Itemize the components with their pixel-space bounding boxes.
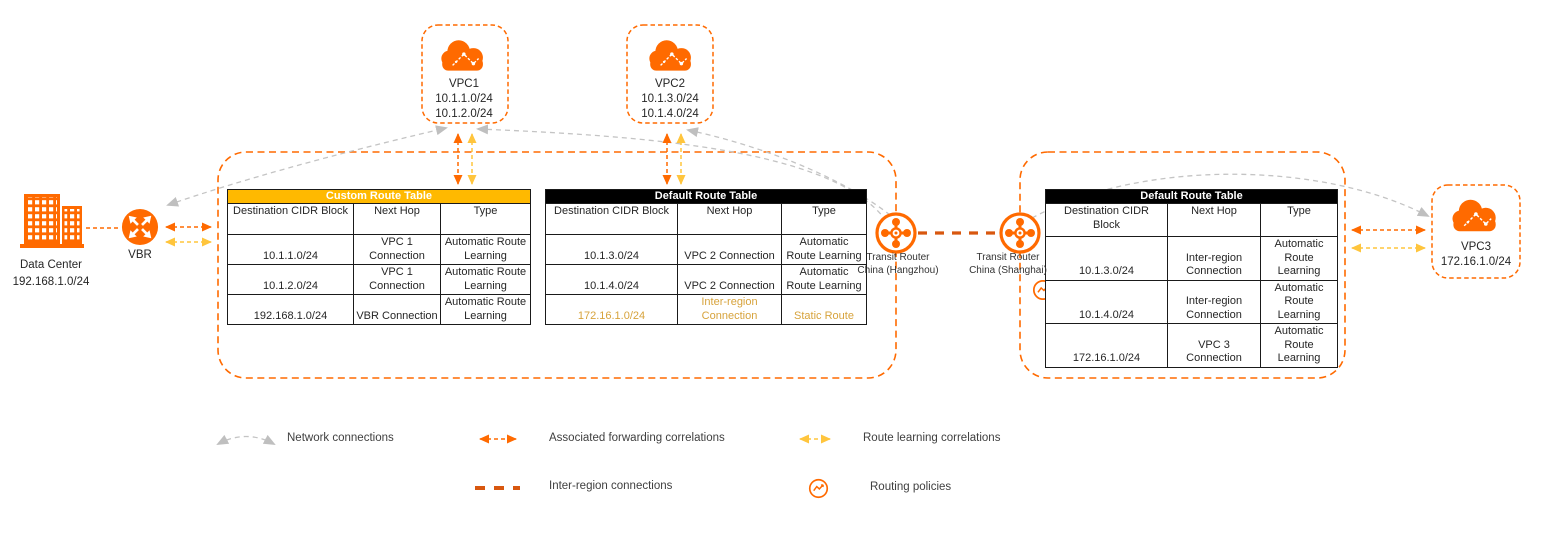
col-type: Type xyxy=(440,203,531,235)
vbr-icon[interactable] xyxy=(121,208,159,246)
default-route-table-shanghai-title: Default Route Table xyxy=(1045,189,1338,204)
vpc3-box xyxy=(1431,184,1521,279)
col-destination: Destination CIDR Block xyxy=(545,203,678,235)
vpc2-box xyxy=(626,24,714,124)
vpc3-label: VPC3 172.16.1.0/24 xyxy=(1440,241,1512,268)
table-row: 10.1.2.0/24 VPC 1 Connection Automatic R… xyxy=(227,264,531,295)
vbr-label: VBR xyxy=(128,249,152,261)
custom-route-table-title: Custom Route Table xyxy=(227,189,531,204)
transit-router-shanghai-label: Transit Router China (Shanghai) xyxy=(969,252,1047,276)
table-row: 10.1.3.0/24 Inter-region Connection Auto… xyxy=(1045,236,1338,281)
table-row: 10.1.3.0/24 VPC 2 Connection Automatic R… xyxy=(545,234,867,265)
table-header-row: Destination CIDR Block Next Hop Type xyxy=(227,203,531,235)
table-row-highlighted: 172.16.1.0/24 Inter-region Connection St… xyxy=(545,294,867,325)
legend-inter-region-label: Inter-region connections xyxy=(549,480,673,492)
vpc2-label: VPC2 10.1.3.0/24 10.1.4.0/24 xyxy=(641,78,699,120)
table-row: 10.1.4.0/24 Inter-region Connection Auto… xyxy=(1045,279,1338,324)
legend-routing-policies-label: Routing policies xyxy=(870,481,952,493)
region-shanghai-boundary xyxy=(1019,151,1346,379)
table-row: 10.1.1.0/24 VPC 1 Connection Automatic R… xyxy=(227,234,531,265)
default-route-table-hangzhou-title: Default Route Table xyxy=(545,189,867,204)
legend-associated-forwarding-label: Associated forwarding correlations xyxy=(549,432,725,444)
transit-router-hangzhou-icon[interactable] xyxy=(875,212,917,254)
transit-router-shanghai-icon[interactable] xyxy=(999,212,1041,254)
table-row: 10.1.4.0/24 VPC 2 Connection Automatic R… xyxy=(545,264,867,295)
vpc1-box xyxy=(421,24,509,124)
col-destination: Destination CIDR Block xyxy=(227,203,354,235)
default-route-table-hangzhou: Default Route Table Destination CIDR Blo… xyxy=(545,189,867,325)
table-header-row: Destination CIDR Block Next Hop Type xyxy=(1045,203,1338,237)
data-center-label: Data Center 192.168.1.0/24 xyxy=(12,259,90,288)
col-next-hop: Next Hop xyxy=(1167,203,1261,237)
table-row: 192.168.1.0/24 VBR Connection Automatic … xyxy=(227,294,531,325)
default-route-table-shanghai: Default Route Table Destination CIDR Blo… xyxy=(1045,189,1338,368)
table-row: 172.16.1.0/24 VPC 3 Connection Automatic… xyxy=(1045,323,1338,368)
legend-network-connections-glyph xyxy=(216,434,276,445)
region-hangzhou-boundary xyxy=(217,151,897,379)
col-destination: Destination CIDR Block xyxy=(1045,203,1168,237)
transit-router-hangzhou-label: Transit Router China (Hangzhou) xyxy=(857,252,939,276)
legend-network-connections-label: Network connections xyxy=(287,432,394,444)
legend-route-learning-label: Route learning correlations xyxy=(863,432,1001,444)
vpc2-cloud-icon[interactable] xyxy=(648,39,692,72)
vpc3-cloud-icon[interactable] xyxy=(1451,198,1497,232)
col-next-hop: Next Hop xyxy=(353,203,441,235)
table-header-row: Destination CIDR Block Next Hop Type xyxy=(545,203,867,235)
custom-route-table: Custom Route Table Destination CIDR Bloc… xyxy=(227,189,531,325)
vpc1-cloud-icon[interactable] xyxy=(440,39,484,72)
col-type: Type xyxy=(781,203,867,235)
legend-routing-policies-icon xyxy=(808,478,829,499)
data-center-icon[interactable] xyxy=(20,194,84,248)
connection-trhangzhou-vbr-vpc1[interactable] xyxy=(166,125,448,207)
col-type: Type xyxy=(1260,203,1338,237)
vpc1-label: VPC1 10.1.1.0/24 10.1.2.0/24 xyxy=(435,78,493,120)
col-next-hop: Next Hop xyxy=(677,203,782,235)
connection-vpc2-trhangzhou[interactable] xyxy=(686,127,891,216)
